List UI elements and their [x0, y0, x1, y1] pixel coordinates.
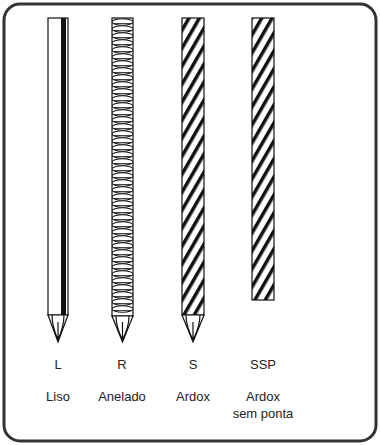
type-code: S: [189, 356, 198, 373]
frame: [4, 4, 376, 441]
twisted-nail-no-point: [252, 18, 274, 300]
type-name: Anelado: [98, 388, 146, 405]
type-name: Ardox sem ponta: [232, 388, 294, 422]
twisted-nail: [182, 18, 204, 342]
type-name: Liso: [46, 388, 70, 405]
smooth-nail: [48, 18, 68, 342]
ring-shank-nail: [112, 18, 133, 342]
type-code: L: [54, 356, 61, 373]
type-code: SSP: [250, 356, 276, 373]
type-code: R: [117, 356, 126, 373]
type-name: Ardox: [176, 388, 210, 405]
